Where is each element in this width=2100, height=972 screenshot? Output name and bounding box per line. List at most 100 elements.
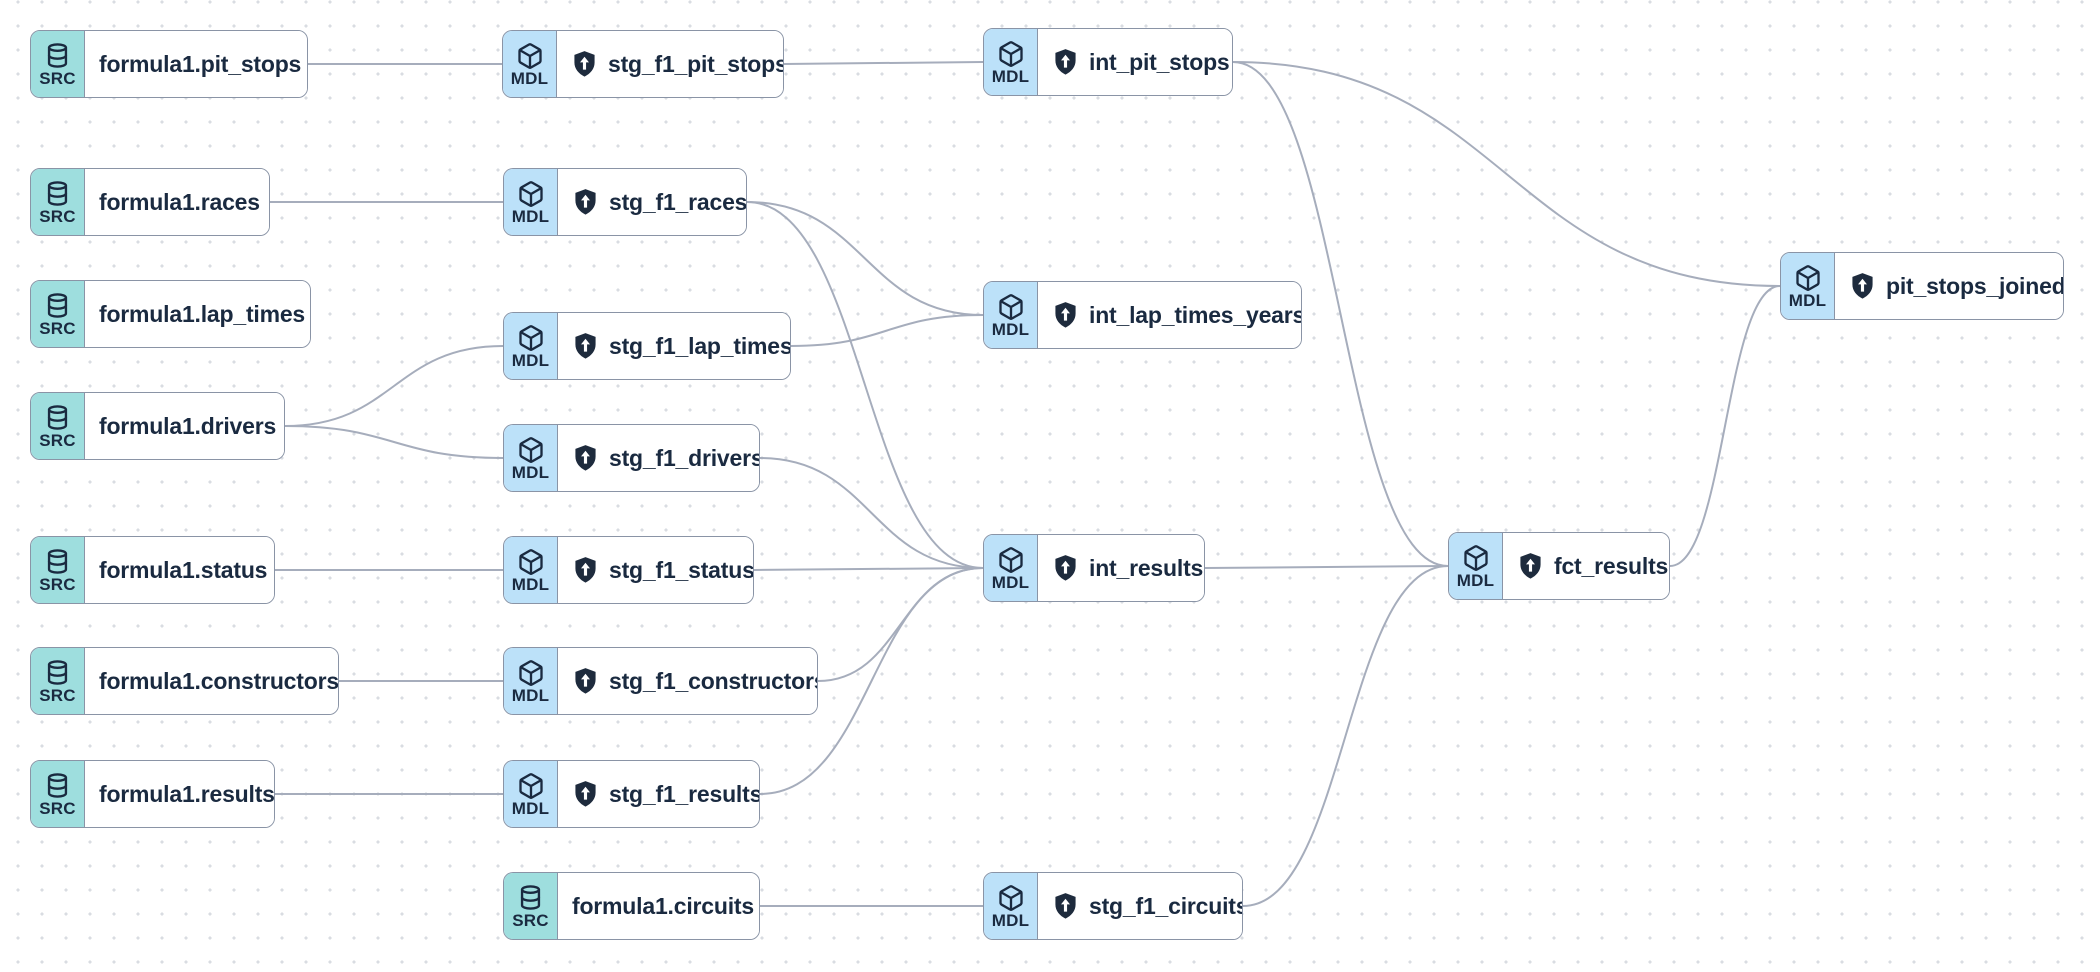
database-icon — [44, 180, 71, 207]
node-body: fct_results — [1503, 533, 1669, 599]
node-body: formula1.constructors — [85, 648, 338, 714]
node-body: stg_f1_constructors — [558, 648, 818, 714]
node-body: formula1.lap_times — [85, 281, 310, 347]
node-body: stg_f1_races — [558, 169, 747, 235]
cube-icon — [517, 180, 545, 207]
node-body: formula1.results — [85, 761, 275, 827]
node-formula1.results[interactable]: SRC formula1.results — [30, 760, 275, 828]
node-fct_results[interactable]: MDL fct_results — [1448, 532, 1670, 600]
node-type-badge: MDL — [511, 462, 550, 482]
shield-icon — [1849, 272, 1876, 300]
node-label: formula1.drivers — [99, 412, 277, 439]
node-type-badge: MDL — [991, 66, 1030, 86]
node-stg_f1_races[interactable]: MDL stg_f1_races — [503, 168, 747, 236]
node-type-tab: SRC — [31, 169, 85, 235]
node-label: formula1.races — [99, 188, 260, 215]
shield-icon — [572, 556, 599, 584]
node-label: int_pit_stops — [1089, 48, 1230, 75]
node-type-badge: MDL — [1456, 570, 1495, 590]
node-label: fct_results — [1554, 552, 1669, 579]
node-label: formula1.pit_stops — [99, 50, 302, 77]
database-icon — [44, 659, 71, 686]
node-label: stg_f1_pit_stops — [608, 50, 784, 77]
database-icon — [44, 292, 71, 319]
node-type-tab: MDL — [984, 535, 1038, 601]
node-type-badge: MDL — [511, 574, 550, 594]
cube-icon — [997, 40, 1025, 67]
node-type-tab: MDL — [504, 648, 558, 714]
node-stg_f1_drivers[interactable]: MDL stg_f1_drivers — [503, 424, 760, 492]
database-icon — [517, 884, 544, 911]
shield-icon — [1052, 892, 1079, 920]
node-formula1.constructors[interactable]: SRC formula1.constructors — [30, 647, 339, 715]
cube-icon — [997, 293, 1025, 320]
node-stg_f1_pit_stops[interactable]: MDL stg_f1_pit_stops — [502, 30, 784, 98]
node-type-tab: MDL — [984, 282, 1038, 348]
node-stg_f1_constructors[interactable]: MDL stg_f1_constructors — [503, 647, 818, 715]
node-label: stg_f1_status — [609, 556, 754, 583]
node-label: pit_stops_joined — [1886, 272, 2064, 299]
cube-icon — [1794, 264, 1822, 291]
shield-icon — [572, 188, 599, 216]
node-label: formula1.lap_times — [99, 300, 306, 327]
node-body: formula1.races — [85, 169, 269, 235]
edge-stg_f1_pit_stops-to-int_pit_stops — [783, 61, 984, 65]
node-type-badge: MDL — [991, 319, 1030, 339]
node-type-tab: SRC — [31, 281, 85, 347]
shield-icon — [572, 332, 599, 360]
node-body: formula1.pit_stops — [85, 31, 307, 97]
cube-icon — [517, 772, 545, 799]
node-type-badge: SRC — [39, 685, 76, 705]
node-formula1.lap_times[interactable]: SRC formula1.lap_times — [30, 280, 311, 348]
node-type-tab: MDL — [504, 313, 558, 379]
node-label: formula1.results — [99, 780, 275, 807]
edge-int_pit_stops-to-pit_stops_joined — [1232, 61, 1781, 287]
cube-icon — [997, 884, 1025, 911]
node-type-tab: SRC — [31, 648, 85, 714]
node-int_pit_stops[interactable]: MDL int_pit_stops — [983, 28, 1233, 96]
node-label: stg_f1_races — [609, 188, 747, 215]
node-type-badge: SRC — [39, 318, 76, 338]
node-type-badge: MDL — [510, 68, 549, 88]
edge-formula1.drivers-to-stg_f1_drivers — [284, 425, 504, 459]
node-body: formula1.status — [85, 537, 274, 603]
node-type-tab: MDL — [504, 761, 558, 827]
shield-icon — [1052, 554, 1079, 582]
node-type-tab: MDL — [504, 425, 558, 491]
node-label: stg_f1_drivers — [609, 444, 760, 471]
shield-icon — [571, 50, 598, 78]
node-type-tab: MDL — [504, 169, 558, 235]
node-type-badge: SRC — [39, 798, 76, 818]
node-body: int_pit_stops — [1038, 29, 1232, 95]
node-type-tab: SRC — [31, 537, 85, 603]
node-body: stg_f1_circuits — [1038, 873, 1243, 939]
edge-stg_f1_races-to-int_lap_times_years — [746, 201, 984, 316]
edge-stg_f1_circuits-to-fct_results — [1242, 565, 1449, 907]
cube-icon — [516, 42, 544, 69]
shield-icon — [572, 780, 599, 808]
node-type-tab: MDL — [503, 31, 557, 97]
edge-stg_f1_constructors-to-int_results — [817, 567, 984, 682]
node-stg_f1_status[interactable]: MDL stg_f1_status — [503, 536, 754, 604]
node-label: stg_f1_constructors — [609, 667, 818, 694]
node-label: stg_f1_circuits — [1089, 892, 1243, 919]
cube-icon — [517, 436, 545, 463]
node-formula1.races[interactable]: SRC formula1.races — [30, 168, 270, 236]
node-type-badge: SRC — [39, 206, 76, 226]
node-label: formula1.circuits — [572, 892, 754, 919]
node-type-badge: MDL — [511, 685, 550, 705]
cube-icon — [517, 659, 545, 686]
edge-stg_f1_drivers-to-int_results — [759, 457, 984, 569]
edge-stg_f1_races-to-int_results — [746, 201, 984, 569]
